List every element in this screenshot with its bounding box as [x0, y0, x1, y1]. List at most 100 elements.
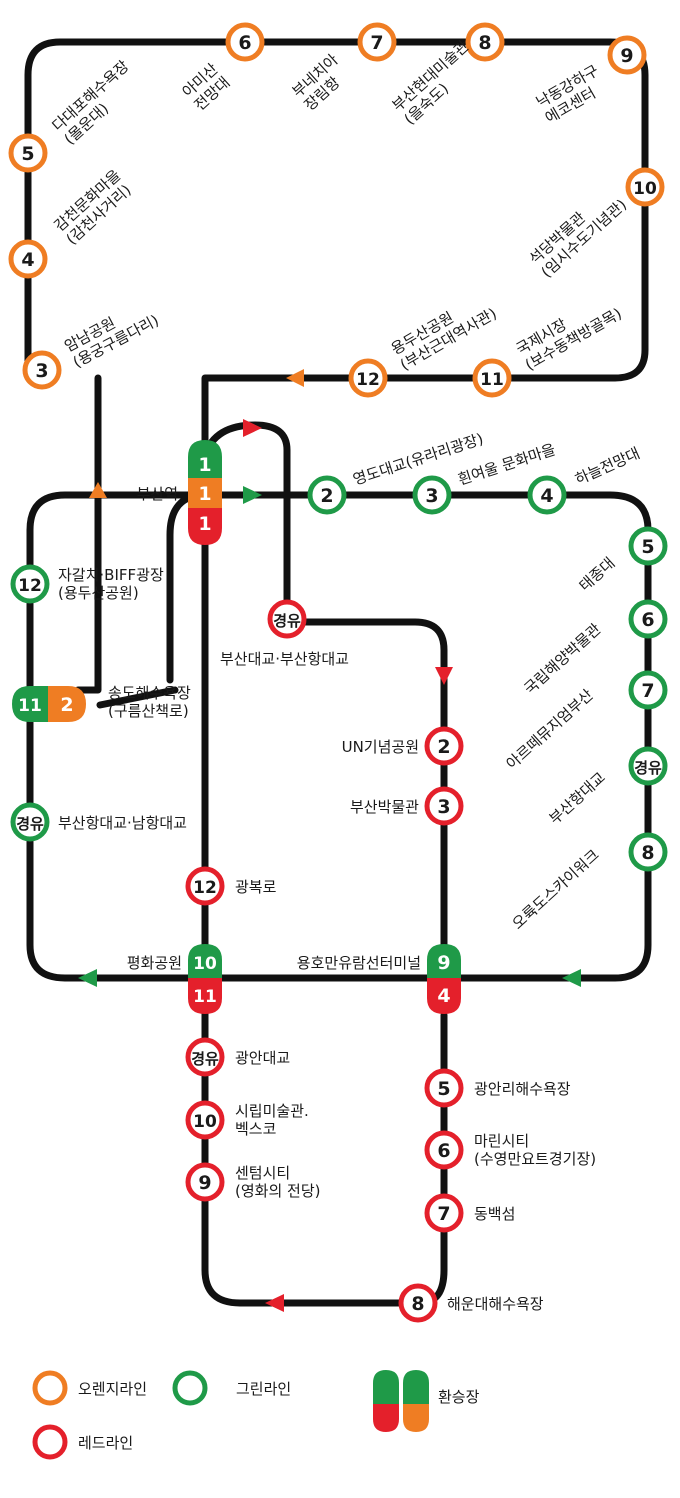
transfer-pyeonghwa[interactable]: 10 11 [188, 944, 222, 1014]
stop-number-red: 1 [198, 513, 211, 535]
stop-number: 3 [437, 796, 450, 818]
stop-number: 5 [437, 1078, 450, 1100]
stop-label-orange-5: 다대포해수욕장(몰운대) [49, 57, 145, 149]
stop-red-12[interactable]: 12 [185, 866, 225, 906]
stop-label-green-4: 하늘전망대 [572, 444, 642, 489]
arrow-red-icon [435, 667, 453, 685]
stop-number: 4 [540, 485, 553, 507]
stop-number: 7 [641, 680, 654, 702]
stop-red-5[interactable]: 5 [424, 1068, 464, 1108]
stop-number-orange: 1 [198, 483, 211, 505]
legend-transfer-label: 환승장 [438, 1388, 480, 1406]
label-line: 센텀시티 [235, 1164, 290, 1182]
stop-number: 8 [641, 842, 654, 864]
stop-number: 7 [437, 1203, 450, 1225]
stop-red-8[interactable]: 8 [398, 1283, 438, 1323]
stop-red-10[interactable]: 10 [185, 1100, 225, 1140]
arrow-orange-icon [286, 369, 304, 387]
stop-green-3[interactable]: 3 [412, 475, 452, 515]
legend-orange-swatch [32, 1370, 68, 1406]
stop-orange-12[interactable]: 12 [348, 358, 388, 398]
stop-orange-9[interactable]: 9 [607, 35, 647, 75]
stop-green-5[interactable]: 5 [628, 526, 668, 566]
arrow-green-icon [562, 969, 581, 987]
stop-green-7[interactable]: 7 [628, 670, 668, 710]
label-line: 태종대 [576, 554, 619, 595]
direction-arrows [78, 369, 581, 1312]
stop-number: 5 [21, 143, 34, 165]
stop-red-2[interactable]: 2 [424, 726, 464, 766]
transfer-songdo[interactable]: 11 2 [12, 686, 86, 722]
stop-red-via-top[interactable]: 경유 [267, 599, 307, 639]
stop-red-7[interactable]: 7 [424, 1193, 464, 1233]
stop-green-2[interactable]: 2 [307, 475, 347, 515]
red-line-stops: 경유 부산대교·부산항대교 2 UN기념공원 3 부산박물관 12 광복로 10… [127, 599, 596, 1323]
legend-green-swatch [172, 1370, 208, 1406]
legend-red-swatch [32, 1424, 68, 1460]
label-line: (용두산공원) [58, 584, 139, 602]
stop-red-via-bottom[interactable]: 경유 [185, 1037, 225, 1077]
stop-label-orange-9: 낙동강하구에코센터 [533, 61, 611, 127]
stop-number: 7 [370, 32, 383, 54]
stop-label-red-8: 해운대해수욕장 [447, 1295, 544, 1313]
stop-orange-3[interactable]: 3 [22, 350, 62, 390]
stop-orange-8[interactable]: 8 [465, 22, 505, 62]
stop-green-via[interactable]: 경유 [628, 746, 668, 786]
label-line: 마린시티 [474, 1132, 529, 1150]
stop-red-6[interactable]: 6 [424, 1130, 464, 1170]
via-badge: 경유 [634, 759, 662, 777]
stop-number: 4 [21, 249, 34, 271]
stop-orange-4[interactable]: 4 [8, 239, 48, 279]
stop-orange-6[interactable]: 6 [225, 22, 265, 62]
stop-orange-7[interactable]: 7 [357, 22, 397, 62]
stop-label-green-via: 부산항대교 [546, 768, 609, 828]
stop-orange-11[interactable]: 11 [472, 358, 512, 398]
label-line: 자갈치·BIFF광장 [58, 566, 164, 584]
stop-green-6[interactable]: 6 [628, 599, 668, 639]
stop-label-red-9: 센텀시티(영화의 전당) [235, 1164, 320, 1200]
stop-label-orange-6: 아미산전망대 [179, 60, 234, 115]
via-badge: 경유 [191, 1050, 219, 1068]
stop-label-orange-10: 석당박물관(임시수도기념관) [526, 182, 631, 281]
stop-orange-5[interactable]: 5 [8, 133, 48, 173]
label-line: 오륙도스카이워크 [509, 846, 603, 933]
stop-label-green-6: 국립해양박물관 [521, 620, 605, 698]
stop-number: 3 [425, 485, 438, 507]
stop-green-8[interactable]: 8 [628, 832, 668, 872]
arrow-red-icon [265, 1294, 284, 1312]
stop-number: 9 [198, 1172, 211, 1194]
stop-label-orange-8: 부산현대미술관(을숙도) [389, 37, 485, 129]
stop-number-green: 9 [437, 952, 450, 974]
stop-label-red-via-bottom: 광안대교 [235, 1049, 290, 1067]
stop-label-green-5: 태종대 [576, 554, 619, 595]
stop-red-3[interactable]: 3 [424, 786, 464, 826]
label-line: 벡스코 [235, 1120, 276, 1138]
label-line: (영화의 전당) [235, 1182, 320, 1200]
stop-number: 10 [633, 179, 657, 199]
stop-label-red-5: 광안리해수욕장 [474, 1080, 571, 1098]
stop-number: 12 [18, 576, 42, 596]
stop-label-pyeonghwa: 평화공원 [127, 954, 182, 972]
stop-number: 8 [411, 1293, 424, 1315]
stop-label-green-via-left: 부산항대교·남항대교 [58, 814, 187, 832]
stop-number-red: 4 [437, 985, 450, 1007]
stop-label-red-via-top: 부산대교·부산항대교 [220, 650, 349, 668]
stop-green-4[interactable]: 4 [527, 475, 567, 515]
legend-green-label: 그린라인 [236, 1380, 291, 1398]
stop-number: 6 [641, 609, 654, 631]
stop-label-red-2: UN기념공원 [342, 738, 419, 756]
stop-orange-10[interactable]: 10 [625, 167, 665, 207]
stop-green-via-left[interactable]: 경유 [10, 802, 50, 842]
transfer-busan-station[interactable]: 1 1 1 [188, 440, 222, 545]
stop-number-orange: 2 [60, 694, 73, 716]
transfer-yongho[interactable]: 9 4 [427, 944, 461, 1014]
label-line: 부산항대교 [546, 768, 609, 828]
stop-number: 12 [193, 878, 217, 898]
stop-label-orange-7: 부네치아장림항 [289, 51, 354, 115]
stop-green-12[interactable]: 12 [10, 564, 50, 604]
via-badge: 경유 [16, 815, 44, 833]
stop-red-9[interactable]: 9 [185, 1162, 225, 1202]
stop-number: 9 [620, 45, 633, 67]
stop-number: 3 [35, 360, 48, 382]
